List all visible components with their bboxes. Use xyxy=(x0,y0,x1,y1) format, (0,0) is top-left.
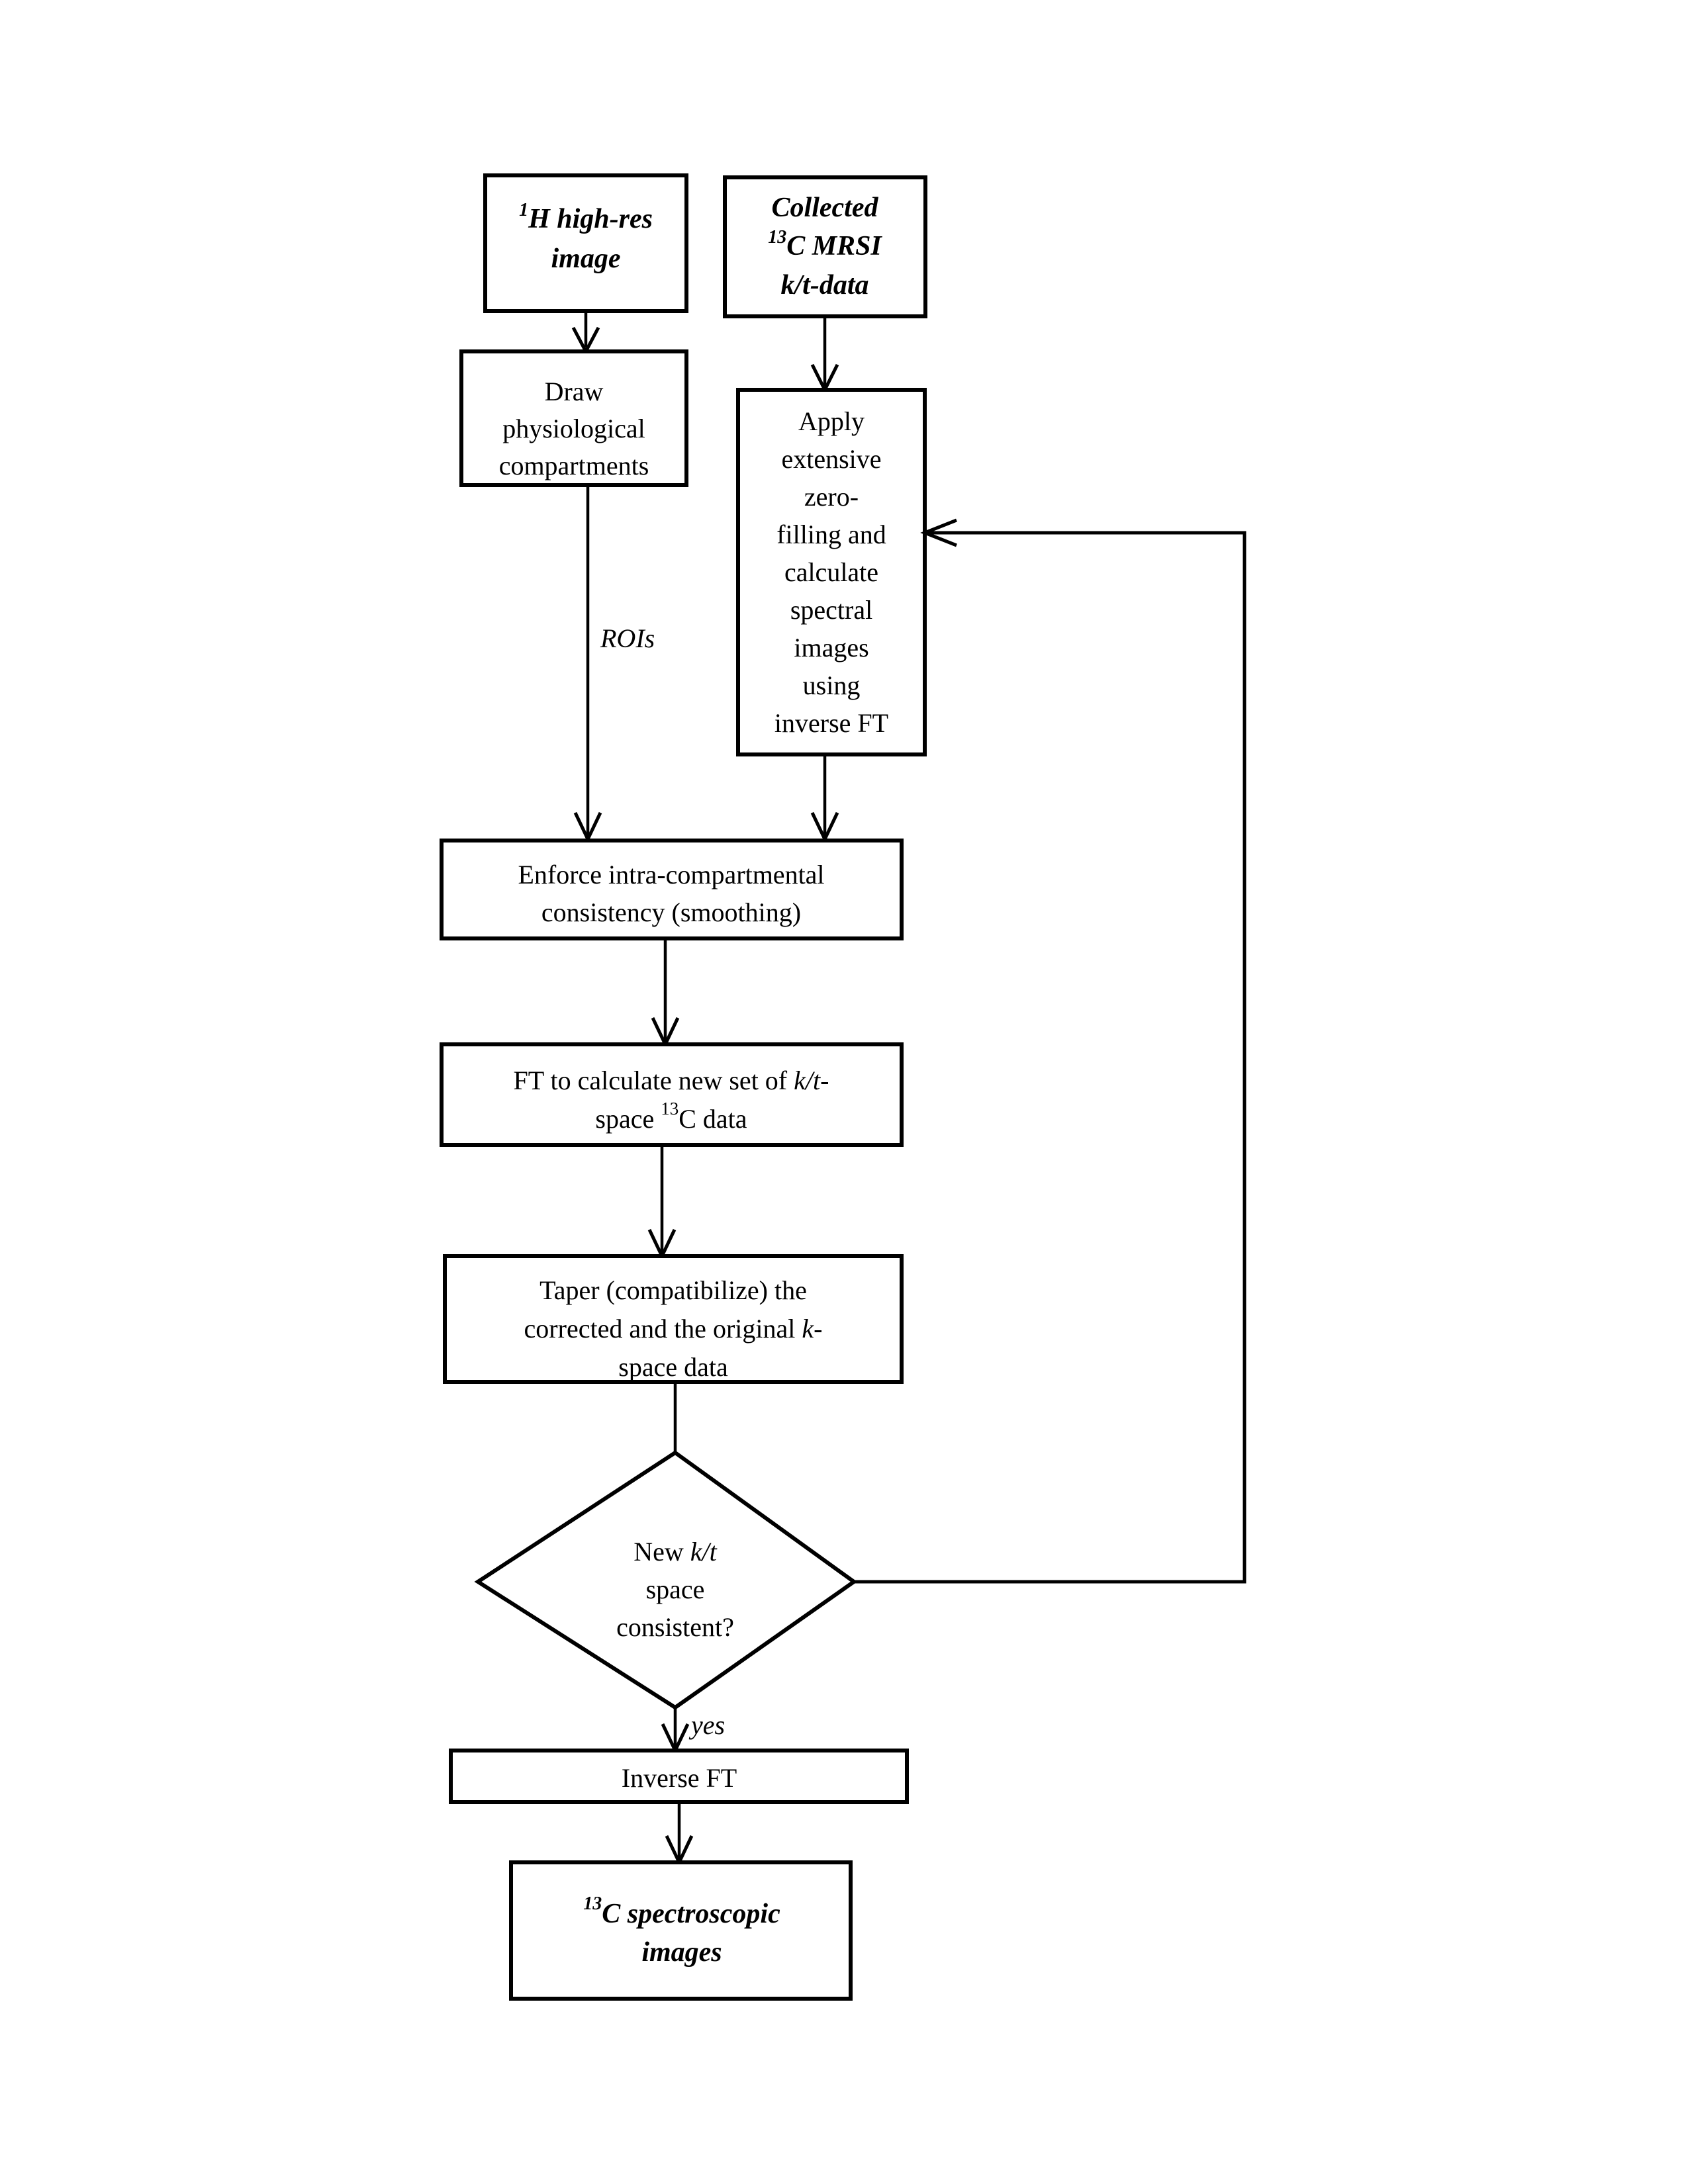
node-apply-zerofilling-line2: extensive xyxy=(781,444,881,474)
node-apply-zerofilling-line9: inverse FT xyxy=(774,708,888,738)
arrow-decision-to-inverse-ft: yes xyxy=(661,1707,725,1754)
node-collected-mrsi-data-box xyxy=(723,175,927,318)
node-collected-mrsi-data-line2: 13C MRSI xyxy=(768,227,882,261)
edge-label-yes: yes xyxy=(688,1710,725,1740)
edge-label-rois: ROIs xyxy=(600,623,655,653)
feedback-loop-path xyxy=(854,531,1246,1584)
node-spectroscopic-images: 13C spectroscopic images xyxy=(509,1860,853,2001)
node-taper-line2: corrected and the original k- xyxy=(524,1314,823,1343)
arrow-inverse-ft-to-images xyxy=(665,1802,694,1866)
node-apply-zerofilling-box xyxy=(736,388,927,756)
node-h-high-res-image-line2: image xyxy=(551,244,621,274)
node-collected-mrsi-data-line3: k/t-data xyxy=(781,270,869,300)
node-draw-compartments: Draw physiological compartments xyxy=(459,349,688,487)
node-apply-zerofilling-line8: using xyxy=(803,670,861,700)
node-taper: Taper (compatibilize) the corrected and … xyxy=(443,1254,904,1384)
node-decision-consistent-line1: New k/t xyxy=(633,1537,717,1567)
node-enforce-consistency-box xyxy=(440,839,904,940)
node-spectroscopic-images-line2: images xyxy=(641,1937,722,1968)
node-ft-calculate-line2: space 13C data xyxy=(595,1099,747,1134)
node-spectroscopic-images-line1: 13C spectroscopic xyxy=(583,1893,780,1929)
node-ft-calculate-line1: FT to calculate new set of k/t- xyxy=(514,1066,829,1095)
node-draw-compartments-line2: physiological xyxy=(502,414,645,443)
arrow-ft-to-taper xyxy=(647,1145,677,1260)
node-ft-calculate: FT to calculate new set of k/t- space 13… xyxy=(440,1042,904,1147)
arrow-h-image-to-draw xyxy=(571,311,600,355)
feedback-loop-arrowhead xyxy=(920,518,957,547)
node-decision-consistent-line3: consistent? xyxy=(616,1612,734,1642)
node-apply-zerofilling: Apply extensive zero- filling and calcul… xyxy=(736,388,927,756)
node-decision-consistent: New k/t space consistent? xyxy=(474,1450,858,1710)
node-inverse-ft-box xyxy=(449,1749,909,1804)
node-enforce-consistency: Enforce intra-compartmental consistency … xyxy=(440,839,904,940)
node-taper-line1: Taper (compatibilize) the xyxy=(539,1275,807,1305)
node-enforce-consistency-line2: consistency (smoothing) xyxy=(541,897,801,927)
node-draw-compartments-line1: Draw xyxy=(545,377,604,406)
node-apply-zerofilling-line4: filling and xyxy=(776,520,886,549)
node-collected-mrsi-data: Collected 13C MRSI k/t-data xyxy=(723,175,927,318)
node-apply-zerofilling-line5: calculate xyxy=(784,557,878,587)
node-draw-compartments-box xyxy=(459,349,688,487)
node-decision-consistent-line2: space xyxy=(646,1574,705,1604)
node-apply-zerofilling-line1: Apply xyxy=(798,406,865,436)
node-apply-zerofilling-line7: images xyxy=(794,633,868,662)
node-taper-box xyxy=(443,1254,904,1384)
node-ft-calculate-box xyxy=(440,1042,904,1147)
node-inverse-ft: Inverse FT xyxy=(449,1749,909,1804)
arrow-draw-to-enforce: ROIs xyxy=(573,485,655,843)
node-h-high-res-image-line1: 1H high-res xyxy=(519,200,653,234)
arrow-apply-to-enforce xyxy=(810,754,839,843)
arrow-enforce-to-ft xyxy=(651,938,680,1048)
node-apply-zerofilling-line6: spectral xyxy=(790,595,872,625)
node-enforce-consistency-line1: Enforce intra-compartmental xyxy=(518,860,824,889)
node-spectroscopic-images-box xyxy=(509,1860,853,2001)
node-h-high-res-image-box xyxy=(483,173,688,313)
feedback-loop-decision-to-apply xyxy=(854,518,1246,1584)
node-collected-mrsi-data-line1: Collected xyxy=(772,193,879,223)
node-inverse-ft-label: Inverse FT xyxy=(622,1763,737,1793)
node-draw-compartments-line3: compartments xyxy=(499,451,649,480)
node-taper-line3: space data xyxy=(618,1352,728,1382)
node-apply-zerofilling-line3: zero- xyxy=(804,482,859,512)
arrow-collected-to-apply xyxy=(810,316,839,394)
node-h-high-res-image: 1H high-res image xyxy=(483,173,688,313)
